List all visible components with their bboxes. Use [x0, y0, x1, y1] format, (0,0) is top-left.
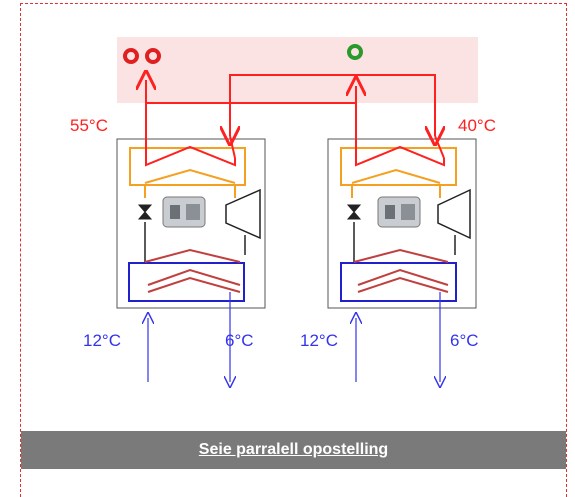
- supply-connector-icon: [123, 48, 161, 64]
- unit-2-compressor-icon: [377, 188, 471, 240]
- chilled-water-piping: [148, 292, 440, 382]
- unit-2-evaporator: [340, 262, 457, 302]
- unit-1-compressor-icon: [162, 188, 261, 240]
- return-connector-icon: [347, 44, 363, 60]
- caption-bar: Seie parralell opostelling: [21, 431, 566, 469]
- heat-pump-unit-2: [327, 138, 477, 309]
- temp-unit1-chilled-in: 12°C: [83, 331, 121, 350]
- temp-unit1-chilled-out: 6°C: [225, 331, 254, 350]
- unit-2-expansion-valve-icon: [346, 204, 362, 220]
- temp-hot-return: 40°C: [458, 116, 496, 135]
- hot-water-piping: [146, 75, 444, 159]
- temp-hot-out: 55°C: [70, 116, 108, 135]
- content-frame: [20, 3, 567, 497]
- caption-link[interactable]: Seie parralell opostelling: [198, 441, 389, 458]
- temp-unit2-chilled-in: 12°C: [300, 331, 338, 350]
- unit-1-evaporator: [128, 262, 245, 302]
- unit-1-expansion-valve-icon: [137, 204, 153, 220]
- header-band: [117, 37, 478, 103]
- temp-unit2-chilled-out: 6°C: [450, 331, 479, 350]
- heat-pump-unit-1: [116, 138, 266, 309]
